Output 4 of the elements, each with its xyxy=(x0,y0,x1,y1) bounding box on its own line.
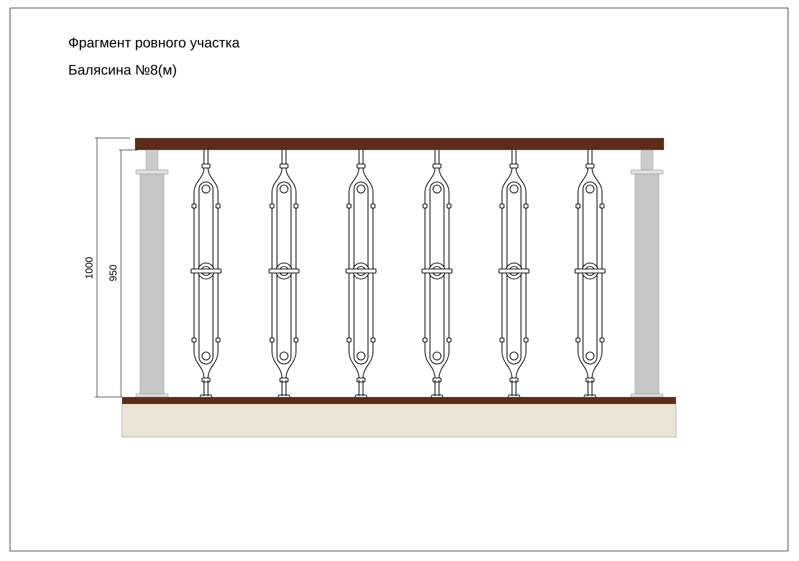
heading: Балясина №8(м) xyxy=(69,64,176,78)
heading: Фрагмент ровного участка xyxy=(69,38,240,50)
dimension-text: 1000 xyxy=(85,257,93,278)
dimension-text: 950 xyxy=(109,265,117,281)
